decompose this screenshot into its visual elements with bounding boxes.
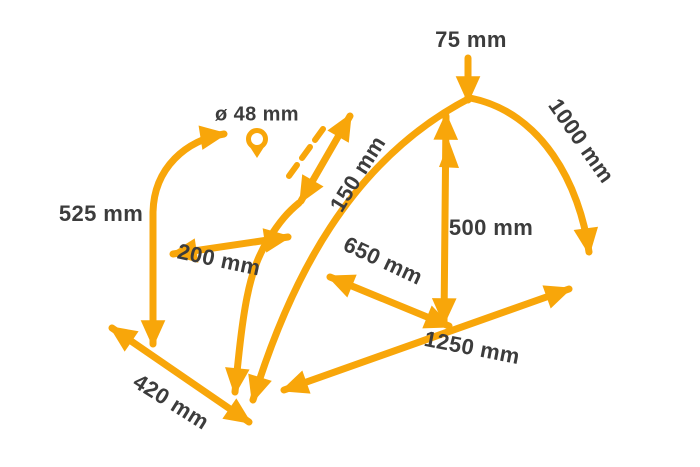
- dim-arrow-500-echo-chevron: [439, 141, 459, 168]
- dim-label-525mm: 525 mm: [58, 201, 144, 226]
- diameter-marker-tail: [250, 147, 264, 158]
- dim-label-500mm: 500 mm: [448, 215, 534, 240]
- diameter-circle-marker: [246, 128, 268, 150]
- outer-arc-dimension: [248, 94, 599, 404]
- dim-arrow-650: [326, 273, 453, 330]
- dim-arrow-150: [297, 112, 354, 205]
- dim-arrow-500: [431, 112, 459, 326]
- dim-arrow-1250: [280, 285, 573, 394]
- dim-label-75mm: 75 mm: [435, 27, 507, 52]
- dim-arrow-200: [169, 228, 292, 263]
- dim-arrow-420: [108, 324, 253, 426]
- dim-label-diameter-48mm: ø 48 mm: [215, 103, 299, 126]
- dim-arrow-525: [140, 125, 228, 348]
